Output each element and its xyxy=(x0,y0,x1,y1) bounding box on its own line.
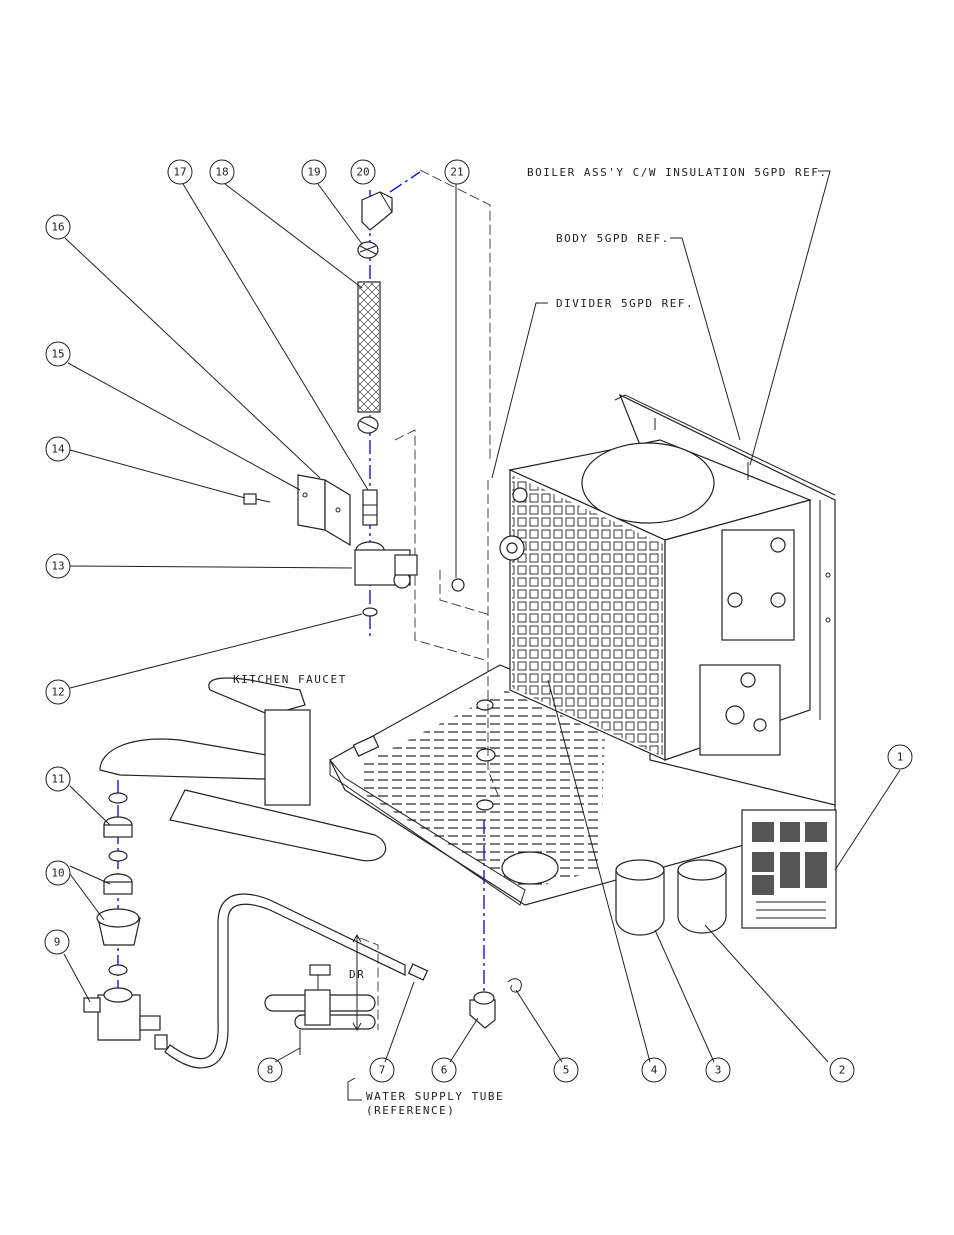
svg-text:6: 6 xyxy=(441,1064,448,1077)
adapter-stack xyxy=(84,793,167,1049)
svg-text:4: 4 xyxy=(651,1064,658,1077)
callout-6: 6 xyxy=(432,1058,456,1082)
compound-can-2 xyxy=(678,860,726,933)
callout-4: 4 xyxy=(642,1058,666,1082)
callout-21: 21 xyxy=(445,160,469,184)
callout-11: 11 xyxy=(46,767,70,791)
svg-text:13: 13 xyxy=(51,560,64,573)
callout-8: 8 xyxy=(258,1058,282,1082)
callout-12: 12 xyxy=(46,680,70,704)
label-dr: DR xyxy=(349,968,365,981)
svg-text:14: 14 xyxy=(51,443,65,456)
bracket-15 xyxy=(298,475,350,545)
fitting-6 xyxy=(470,992,495,1028)
label-body-ref: BODY 5GPD REF. xyxy=(556,232,670,245)
callout-19: 19 xyxy=(302,160,326,184)
svg-text:12: 12 xyxy=(51,686,64,699)
label-reference: (REFERENCE) xyxy=(366,1104,455,1117)
nut-21 xyxy=(452,579,464,591)
label-kitchen-faucet: KITCHEN FAUCET xyxy=(233,673,347,686)
nut-19 xyxy=(358,242,378,258)
callout-17: 17 xyxy=(168,160,192,184)
svg-text:10: 10 xyxy=(51,867,64,880)
solenoid-valve-13 xyxy=(355,542,417,588)
tube-insert-7 xyxy=(409,964,428,980)
valve-hidden-lines xyxy=(395,430,485,660)
compound-can-3 xyxy=(616,860,664,935)
callout-13: 13 xyxy=(46,554,70,578)
svg-text:9: 9 xyxy=(54,936,61,949)
svg-text:8: 8 xyxy=(267,1064,274,1077)
svg-text:5: 5 xyxy=(563,1064,570,1077)
screw-14 xyxy=(244,494,270,504)
svg-text:16: 16 xyxy=(51,221,64,234)
svg-text:3: 3 xyxy=(715,1064,722,1077)
callout-7: 7 xyxy=(370,1058,394,1082)
fitting-17 xyxy=(363,490,377,525)
svg-text:19: 19 xyxy=(307,166,320,179)
label-divider-ref: DIVIDER 5GPD REF. xyxy=(556,297,694,310)
callout-18: 18 xyxy=(210,160,234,184)
callout-14: 14 xyxy=(46,437,70,461)
callout-3: 3 xyxy=(706,1058,730,1082)
manual-1 xyxy=(742,810,836,928)
callout-2: 2 xyxy=(830,1058,854,1082)
callout-20: 20 xyxy=(351,160,375,184)
callout-5: 5 xyxy=(554,1058,578,1082)
callout-16: 16 xyxy=(46,215,70,239)
callout-10: 10 xyxy=(46,861,70,885)
label-water-supply-tube: WATER SUPPLY TUBE xyxy=(366,1090,504,1103)
callout-15: 15 xyxy=(46,342,70,366)
svg-text:17: 17 xyxy=(173,166,186,179)
water-supply-tube xyxy=(165,894,405,1068)
label-boiler-ref: BOILER ASS'Y C/W INSULATION 5GPD REF. xyxy=(527,166,828,179)
svg-text:20: 20 xyxy=(356,166,369,179)
elbow-fitting-20 xyxy=(362,192,392,230)
svg-text:2: 2 xyxy=(839,1064,846,1077)
svg-text:21: 21 xyxy=(450,166,463,179)
nut-lower xyxy=(358,417,378,433)
washer-12 xyxy=(363,608,377,616)
callout-1: 1 xyxy=(888,745,912,769)
svg-text:18: 18 xyxy=(215,166,228,179)
svg-text:7: 7 xyxy=(379,1064,386,1077)
bracket-hidden-lines xyxy=(440,570,490,615)
tube-hidden-lines xyxy=(420,170,490,460)
callout-9: 9 xyxy=(45,930,69,954)
svg-text:11: 11 xyxy=(51,773,64,786)
braided-hose-18 xyxy=(358,282,380,412)
svg-text:15: 15 xyxy=(51,348,64,361)
elbow-centerline xyxy=(390,172,420,192)
clip-5 xyxy=(508,979,521,992)
svg-text:1: 1 xyxy=(897,751,904,764)
